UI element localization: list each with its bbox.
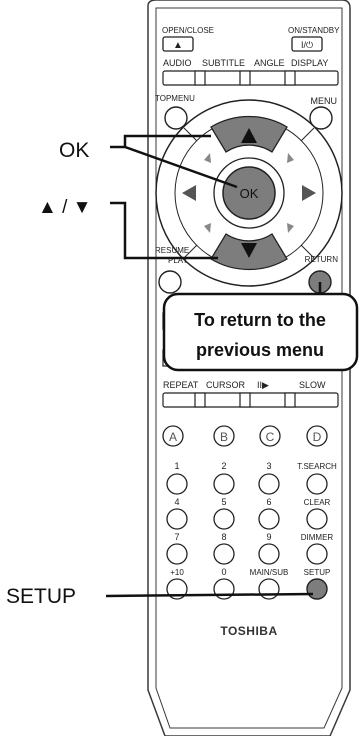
button-c[interactable] — [259, 425, 281, 447]
button-b[interactable] — [213, 425, 235, 447]
open-close-label: OPEN/CLOSE — [162, 26, 214, 35]
down-left-arrow-icon[interactable] — [204, 223, 211, 233]
key-9[interactable] — [258, 543, 280, 565]
return-label: RETURN — [305, 255, 339, 264]
key-9-label: 9 — [266, 532, 271, 542]
audio-subtitle-angle-display-bar — [162, 70, 339, 86]
eject-icon: ▲ — [173, 40, 183, 51]
top-menu-button[interactable] — [164, 106, 188, 130]
button-d[interactable] — [306, 425, 328, 447]
down-right-arrow-icon[interactable] — [287, 223, 294, 233]
key-3-label: 3 — [266, 461, 271, 471]
direction-pad: OK — [155, 99, 343, 287]
key-4-label: 4 — [174, 497, 179, 507]
resume-label-line1: RESUME — [155, 246, 189, 255]
brand-logo: TOSHIBA — [220, 624, 277, 638]
power-button[interactable] — [291, 36, 323, 52]
clear-label: CLEAR — [304, 498, 331, 507]
eject-button[interactable] — [162, 36, 194, 52]
slow-label: SLOW — [299, 380, 326, 390]
repeat-cursor-slow-bar — [162, 392, 339, 408]
button-a[interactable] — [162, 425, 184, 447]
display-label: DISPLAY — [291, 58, 328, 68]
ok-button[interactable] — [222, 166, 276, 220]
repeat-cursor-key[interactable] — [194, 392, 206, 408]
up-arrow-icon — [241, 128, 257, 143]
power-icon: I/⏻ — [301, 40, 313, 50]
key-1[interactable] — [166, 473, 188, 495]
key-5[interactable] — [213, 508, 235, 530]
left-arrow-icon[interactable] — [182, 185, 196, 201]
audio-label: AUDIO — [163, 58, 192, 68]
key-7-label: 7 — [174, 532, 179, 542]
repeat-label: REPEAT — [163, 380, 199, 390]
plus-ten-button[interactable] — [166, 578, 188, 600]
angle-label: ANGLE — [254, 58, 285, 68]
display-key[interactable] — [284, 70, 296, 86]
resume-label-line2: PLAY — [168, 256, 189, 265]
audio-subtitle-key[interactable] — [194, 70, 206, 86]
dimmer-button[interactable] — [306, 543, 328, 565]
right-arrow-icon[interactable] — [302, 185, 316, 201]
key-4[interactable] — [166, 508, 188, 530]
ok-callout-label: OK — [59, 139, 89, 162]
key-8-label: 8 — [221, 532, 226, 542]
callout-lines — [105, 134, 322, 598]
menu-button[interactable] — [309, 106, 333, 130]
setup-key-label: SETUP — [304, 568, 331, 577]
cursor-label: CURSOR — [206, 380, 246, 390]
key-1-label: 1 — [174, 461, 179, 471]
updown-callout-label: ▲ / ▼ — [38, 197, 91, 218]
top-menu-label: TOPMENU — [155, 94, 195, 103]
key-3[interactable] — [258, 473, 280, 495]
subtitle-label: SUBTITLE — [202, 58, 245, 68]
return-callout-box: To return to the previous menu — [162, 292, 359, 372]
slow-step-key[interactable] — [239, 392, 251, 408]
t-search-button[interactable] — [306, 473, 328, 495]
key-2-label: 2 — [221, 461, 226, 471]
on-standby-label: ON/STANDBY — [288, 26, 340, 35]
key-6[interactable] — [258, 508, 280, 530]
return-note-line2: previous menu — [196, 340, 324, 360]
clear-button[interactable] — [306, 508, 328, 530]
button-c-label: C — [266, 430, 275, 444]
slow-step-label: II▶ — [257, 380, 269, 390]
key-6-label: 6 — [266, 497, 271, 507]
up-right-arrow-icon[interactable] — [287, 153, 294, 163]
button-b-label: B — [220, 430, 228, 444]
setup-button[interactable] — [306, 578, 328, 600]
t-search-label: T.SEARCH — [297, 462, 337, 471]
button-a-label: A — [169, 430, 177, 444]
dimmer-label: DIMMER — [301, 533, 334, 542]
setup-callout-label: SETUP — [6, 585, 76, 608]
return-note-line1: To return to the — [194, 310, 326, 330]
key-8[interactable] — [213, 543, 235, 565]
slow-key[interactable] — [284, 392, 296, 408]
main-sub-button[interactable] — [258, 578, 280, 600]
angle-key[interactable] — [239, 70, 251, 86]
plus-ten-label: +10 — [170, 568, 184, 577]
menu-label: MENU — [311, 96, 338, 106]
key-5-label: 5 — [221, 497, 226, 507]
main-sub-label: MAIN/SUB — [250, 568, 289, 577]
down-arrow-icon — [241, 243, 257, 258]
ok-button-label: OK — [240, 186, 259, 201]
key-7[interactable] — [166, 543, 188, 565]
resume-play-button[interactable] — [158, 270, 182, 294]
key-0-label: 0 — [221, 567, 226, 577]
up-left-arrow-icon[interactable] — [204, 153, 211, 163]
button-d-label: D — [313, 430, 322, 444]
key-2[interactable] — [213, 473, 235, 495]
color-buttons: A B C D — [162, 425, 328, 447]
